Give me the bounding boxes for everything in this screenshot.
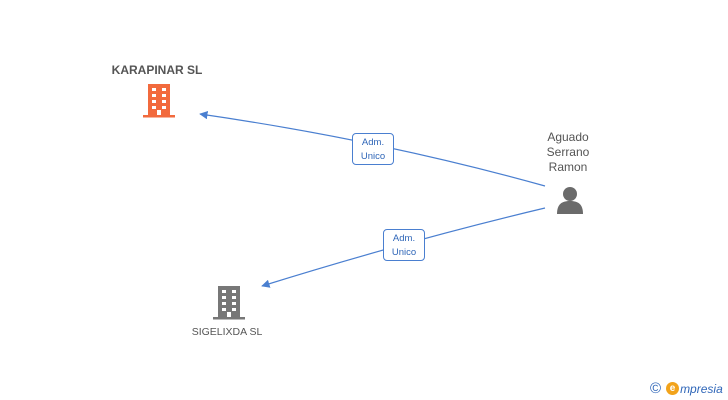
brand-name: mpresia	[680, 381, 723, 396]
role-line: Unico	[360, 151, 386, 162]
role-line: Adm.	[361, 137, 385, 148]
company-name-karapinar[interactable]: KARAPINAR SL	[111, 63, 203, 77]
company-name-sigelixda[interactable]: SIGELIXDA SL	[191, 326, 263, 338]
person-name-line: Ramon	[548, 160, 588, 174]
copyright-icon: ©	[650, 380, 662, 397]
person-name-line: Serrano	[546, 145, 590, 159]
person-icon[interactable]	[557, 187, 583, 214]
role-badge: Adm. Unico	[383, 229, 425, 261]
role-badge: Adm. Unico	[352, 133, 394, 165]
brand-logo-icon: e	[666, 382, 680, 395]
person-name[interactable]: Aguado Serrano Ramon	[530, 130, 606, 175]
role-line: Adm.	[392, 233, 416, 244]
role-line: Unico	[391, 247, 417, 258]
building-icon[interactable]	[213, 286, 245, 320]
person-name-line: Aguado	[547, 130, 589, 144]
building-icon[interactable]	[143, 84, 175, 118]
brand-watermark: © e mpresia	[650, 380, 723, 397]
